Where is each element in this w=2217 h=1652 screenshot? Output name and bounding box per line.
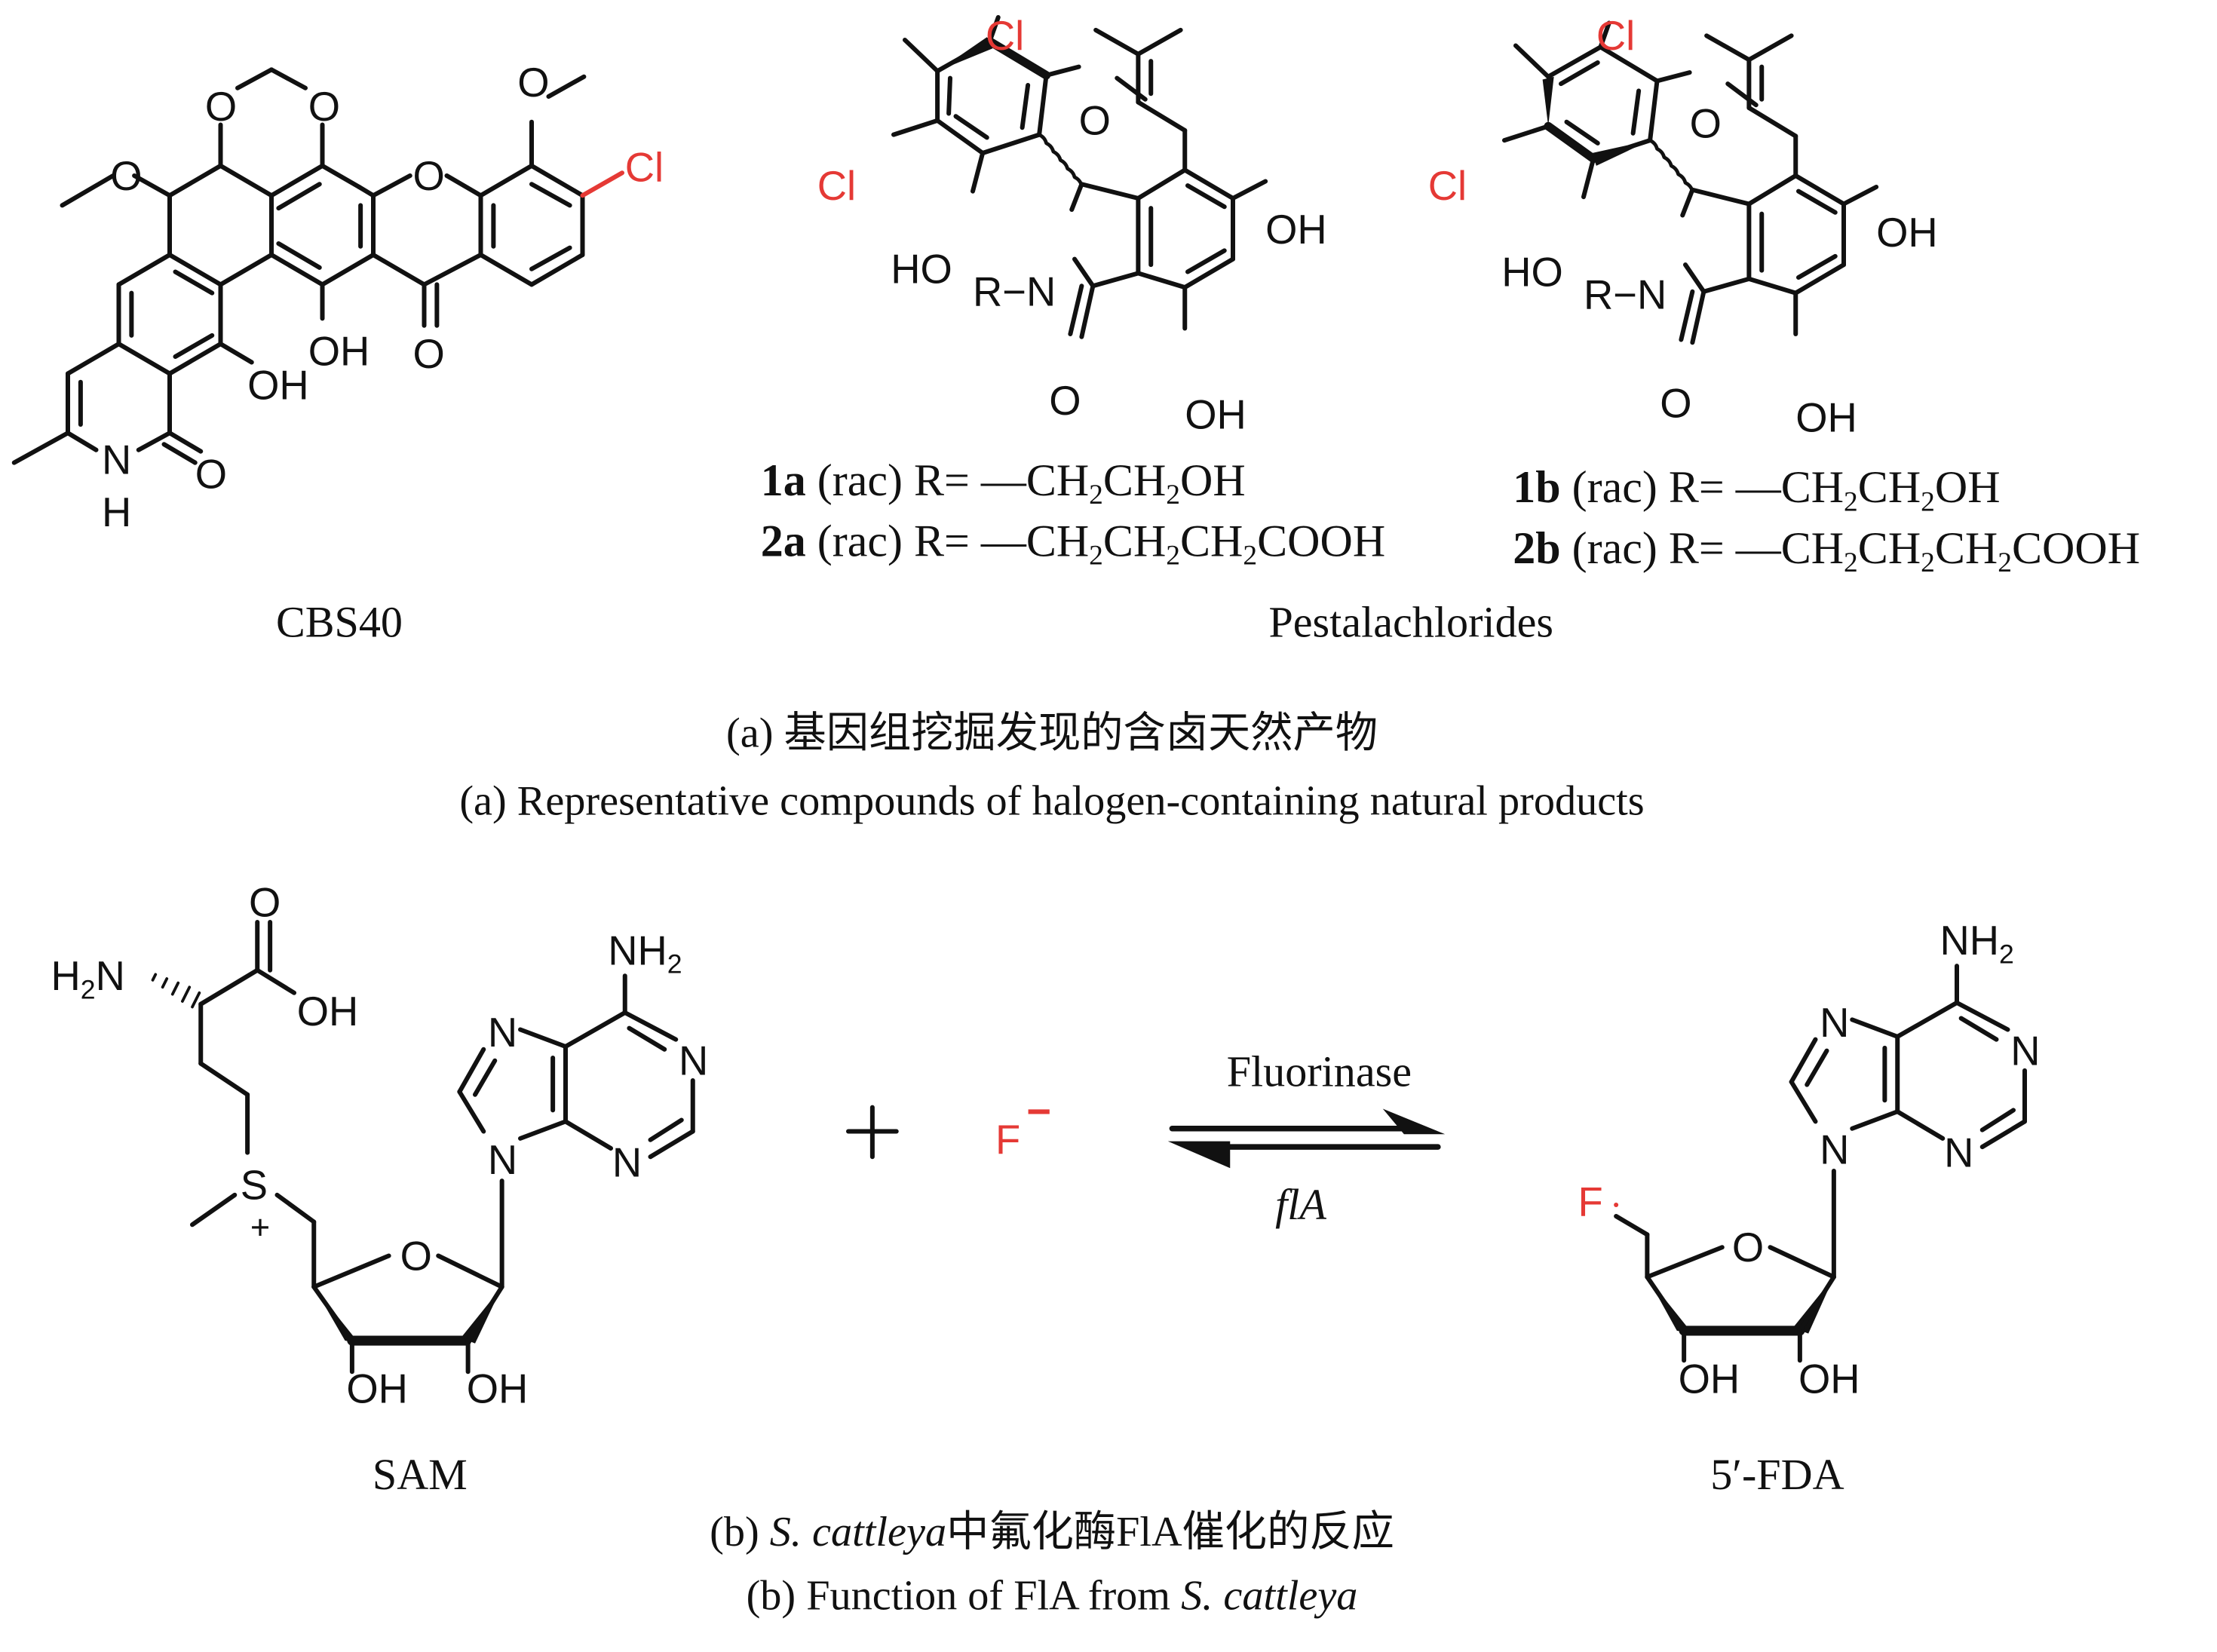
- r-group-definitions: 1a (rac) R= —CH2​CH2​OH 2a (rac) R= —CH2…: [761, 455, 2140, 578]
- cbs40-atom-o: O: [205, 84, 237, 130]
- sam-atom-oh: OH: [346, 1366, 408, 1412]
- sam-atom-o: O: [249, 880, 281, 926]
- fda-atom-n: N: [2010, 1028, 2040, 1074]
- caption-a-english: (a) Representative compounds of halogen-…: [459, 778, 1644, 825]
- pest-a-atom-cl: Cl: [817, 163, 856, 209]
- cbs40-atom-o: O: [195, 451, 227, 497]
- pestalachlorides-label: Pestalachlorides: [1268, 597, 1553, 646]
- fda-atom-n: N: [1944, 1129, 1973, 1175]
- pest-a-atom-ho: HO: [891, 247, 952, 293]
- cbs40-atom-o: O: [413, 153, 445, 199]
- r-group-1b: 1b (rac) R= —CH2​CH2​OH: [1513, 462, 2000, 517]
- cbs40-atom-o: O: [517, 60, 549, 106]
- sam-atom-n: N: [612, 1140, 642, 1186]
- fda-atom-oh: OH: [1798, 1356, 1860, 1402]
- plus-sign: +: [846, 1105, 899, 1160]
- fda-structure: F NH2​ N N N N O OH OH: [1578, 918, 2041, 1402]
- pest-a-atom-oh: OH: [1185, 392, 1246, 438]
- pest-b-atom-cl: Cl: [1596, 13, 1635, 59]
- fda-label: 5′-FDA: [1710, 1450, 1844, 1499]
- cbs40-structure: O O O O O Cl OH OH O O N H: [11, 60, 664, 535]
- pest-b-atom-rn: R−N: [1584, 271, 1667, 317]
- pestalachloride-a-structure: Cl Cl O HO R−N OH OH O: [817, 13, 1327, 438]
- caption-b-english: (b) Function of FlA from S. cattleya: [747, 1572, 1358, 1619]
- sam-atom-h2n: H2​N: [51, 953, 125, 1004]
- sam-structure: H2​N O OH NH2​ N N N N S + O OH OH: [51, 880, 709, 1412]
- cbs40-atom-o: O: [308, 84, 340, 130]
- fda-atom-n: N: [1820, 1127, 1849, 1173]
- fluoride-charge: −: [1026, 1087, 1051, 1135]
- pest-a-atom-o: O: [1049, 378, 1081, 424]
- caption-b-chinese: (b) S. cattleya中氟化酶FlA催化的反应: [710, 1509, 1394, 1555]
- hashed-wedge: [151, 973, 201, 1009]
- fluoride-ion: F: [995, 1117, 1020, 1163]
- pest-a-atom-o: O: [1079, 98, 1111, 144]
- fda-atom-n: N: [1820, 1000, 1849, 1046]
- r-group-1a: 1a (rac) R= —CH2​CH2​OH: [761, 455, 1246, 510]
- pest-b-atom-oh: OH: [1795, 394, 1857, 440]
- cbs40-atom-cl: Cl: [625, 145, 664, 191]
- sam-atom-n: N: [488, 1137, 517, 1183]
- sam-atom-nh2: NH2​: [608, 927, 682, 979]
- fda-atom-oh: OH: [1679, 1356, 1740, 1402]
- cbs40-atom-o: O: [110, 153, 142, 199]
- fda-atom-o: O: [1732, 1224, 1764, 1270]
- sam-label: SAM: [373, 1450, 468, 1499]
- cbs40-atom-h: H: [102, 489, 131, 535]
- gene-label: flA: [1275, 1180, 1326, 1229]
- sam-atom-s-charge: +: [250, 1208, 270, 1246]
- pest-a-atom-cl: Cl: [986, 13, 1024, 59]
- fda-atom-f: F: [1578, 1179, 1603, 1225]
- sam-atom-s: S: [241, 1163, 268, 1209]
- cbs40-atom-o: O: [413, 331, 445, 377]
- pest-b-atom-o: O: [1660, 381, 1691, 427]
- r-group-2a: 2a (rac) R= —CH2​CH2​CH2​COOH: [761, 516, 1385, 571]
- pest-a-atom-oh: OH: [1265, 207, 1327, 253]
- sam-atom-o: O: [400, 1233, 432, 1279]
- cbs40-atom-n: N: [102, 437, 131, 483]
- pest-b-atom-oh: OH: [1876, 210, 1938, 256]
- cbs40-atom-oh: OH: [308, 328, 370, 374]
- r-group-2b: 2b (rac) R= —CH2​CH2​CH2​COOH: [1513, 523, 2140, 578]
- enzyme-label: Fluorinase: [1227, 1047, 1412, 1096]
- sam-atom-oh: OH: [467, 1366, 529, 1412]
- fda-atom-nh2: NH2​: [1940, 918, 2014, 969]
- caption-a-chinese: (a) 基因组挖掘发现的含卤天然产物: [726, 710, 1378, 757]
- equilibrium-arrow: [1167, 1108, 1446, 1169]
- cbs40-label: CBS40: [276, 597, 403, 646]
- pest-a-atom-rn: R−N: [973, 269, 1056, 315]
- pest-b-atom-cl: Cl: [1428, 163, 1467, 209]
- sam-atom-n: N: [488, 1010, 517, 1056]
- cbs40-atom-oh: OH: [247, 362, 309, 408]
- sam-atom-oh: OH: [297, 988, 359, 1034]
- pestalachloride-b-structure: Cl Cl O HO R−N OH OH O: [1428, 13, 1938, 440]
- pest-b-atom-o: O: [1690, 100, 1722, 146]
- sam-atom-n: N: [679, 1038, 708, 1084]
- pest-b-atom-ho: HO: [1501, 249, 1563, 295]
